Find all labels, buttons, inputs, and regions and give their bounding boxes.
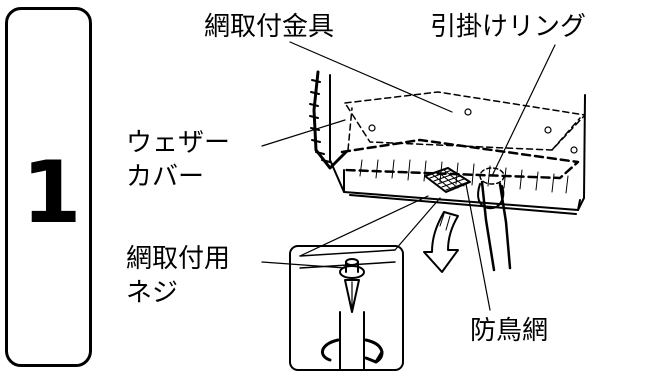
hook-ring-detail [477,167,512,272]
label-hook-ring: 引掛けリング [430,12,587,42]
label-net-screw-line2: ネジ [126,278,179,308]
flexible-duct [309,70,348,170]
leader-weather-cover [261,119,346,147]
label-weather-cover-line2: カバー [126,162,205,192]
label-net-bracket: 網取付金具 [204,12,335,42]
leader-bird-net [465,183,491,311]
label-net-screw-line1: 網取付用 [126,244,231,274]
bird-net-mesh [424,167,471,193]
leader-net-bracket [289,41,453,113]
step-number-box: 1 [5,7,92,367]
removal-arrow [423,211,459,273]
step-number: 1 [21,143,82,243]
leader-net-screw [261,261,346,269]
screw-detail-box [289,245,404,371]
label-weather-cover-line1: ウェザー [126,128,231,158]
weather-cover-hood [329,74,586,215]
leader-hook-ring [491,44,556,177]
label-bird-net: 防鳥網 [470,316,549,346]
